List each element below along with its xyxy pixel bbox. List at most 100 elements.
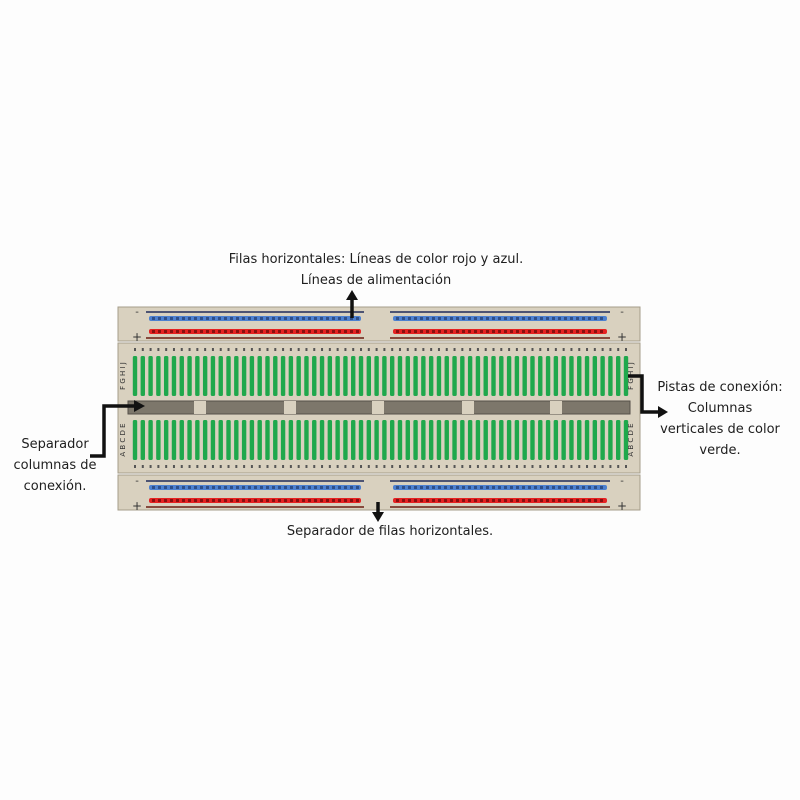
rail-hole: [290, 330, 293, 333]
column-number-top: [243, 348, 246, 351]
rail-hole: [230, 317, 233, 320]
rail-hole: [308, 499, 311, 502]
rail-hole: [242, 499, 245, 502]
column-number-bottom: [430, 465, 433, 468]
rail-hole: [332, 330, 335, 333]
rail-hole: [420, 330, 423, 333]
rail-hole: [164, 317, 167, 320]
connection-column-top: [280, 356, 286, 396]
rail-hole: [432, 486, 435, 489]
connection-column-top: [132, 356, 138, 396]
column-number-top: [398, 348, 401, 351]
column-number-top: [344, 348, 347, 351]
rail-hole: [486, 486, 489, 489]
column-number-top: [383, 348, 386, 351]
rail-hole: [152, 317, 155, 320]
rail-hole: [302, 486, 305, 489]
rail-hole: [260, 330, 263, 333]
connection-column-top: [600, 356, 605, 396]
connection-column-top: [163, 356, 169, 396]
rail-hole: [552, 499, 555, 502]
rail-hole: [576, 317, 579, 320]
connection-column-bottom: [452, 420, 457, 460]
rail-hole: [176, 317, 179, 320]
rail-hole: [540, 317, 543, 320]
rail-hole: [414, 486, 417, 489]
column-number-bottom: [492, 465, 495, 468]
rail-hole: [510, 330, 513, 333]
connection-column-bottom: [366, 420, 372, 460]
rail-hole: [278, 330, 281, 333]
column-number-top: [562, 348, 565, 351]
column-number-top: [211, 348, 214, 351]
connection-column-top: [577, 356, 582, 396]
rail-hole: [344, 317, 347, 320]
rail-hole: [332, 486, 335, 489]
connection-column-bottom: [304, 420, 309, 460]
connection-column-bottom: [467, 420, 473, 460]
connection-column-bottom: [171, 420, 177, 460]
column-number-top: [375, 348, 378, 351]
rail-hole: [170, 317, 173, 320]
bottom-label: Separador de filas horizontales.: [286, 524, 494, 539]
connection-column-bottom: [327, 420, 333, 460]
rail-hole: [188, 317, 191, 320]
column-number-top: [515, 348, 518, 351]
column-number-bottom: [515, 465, 518, 468]
rail-hole: [326, 486, 329, 489]
column-number-bottom: [375, 465, 378, 468]
column-number-top: [336, 348, 339, 351]
bottom-rail-minus-sign-right: -: [620, 476, 624, 487]
rail-hole: [344, 486, 347, 489]
top-label-line2: Líneas de alimentación: [300, 273, 452, 288]
column-number-bottom: [360, 465, 363, 468]
connection-column-top: [179, 356, 184, 396]
column-number-top: [321, 348, 324, 351]
connection-column-bottom: [530, 420, 535, 460]
column-number-bottom: [204, 465, 207, 468]
column-number-top: [204, 348, 207, 351]
column-number-top: [196, 348, 199, 351]
column-number-top: [476, 348, 479, 351]
rail-hole: [462, 317, 465, 320]
rail-hole: [230, 499, 233, 502]
rail-hole: [558, 317, 561, 320]
rail-hole: [468, 317, 471, 320]
rail-hole: [420, 486, 423, 489]
connection-column-bottom: [561, 420, 566, 460]
rail-hole: [182, 330, 185, 333]
column-number-top: [593, 348, 596, 351]
rail-hole: [582, 499, 585, 502]
arrow-to-separator: [90, 404, 136, 458]
column-number-top: [352, 348, 355, 351]
rail-hole: [594, 330, 597, 333]
rail-hole: [420, 499, 423, 502]
column-number-bottom: [367, 465, 370, 468]
column-number-bottom: [328, 465, 331, 468]
rail-hole: [480, 330, 483, 333]
rail-hole: [552, 330, 555, 333]
connection-column-bottom: [475, 420, 481, 460]
rail-hole: [456, 330, 459, 333]
column-number-top: [250, 348, 253, 351]
rail-hole: [600, 317, 603, 320]
connection-column-top: [514, 356, 520, 396]
connection-column-top: [436, 356, 442, 396]
connection-column-bottom: [374, 420, 379, 460]
connection-column-top: [327, 356, 333, 396]
connection-column-top: [374, 356, 379, 396]
connection-column-top: [584, 356, 590, 396]
column-number-top: [289, 348, 292, 351]
connection-column-top: [592, 356, 598, 396]
rail-hole: [432, 330, 435, 333]
rail-hole: [212, 499, 215, 502]
column-number-bottom: [453, 465, 456, 468]
rail-hole: [356, 330, 359, 333]
column-number-bottom: [235, 465, 238, 468]
rail-hole: [432, 317, 435, 320]
rail-hole: [200, 317, 203, 320]
separator-bridge: [372, 401, 384, 414]
rail-hole: [194, 486, 197, 489]
rail-hole: [576, 499, 579, 502]
column-number-top: [508, 348, 511, 351]
